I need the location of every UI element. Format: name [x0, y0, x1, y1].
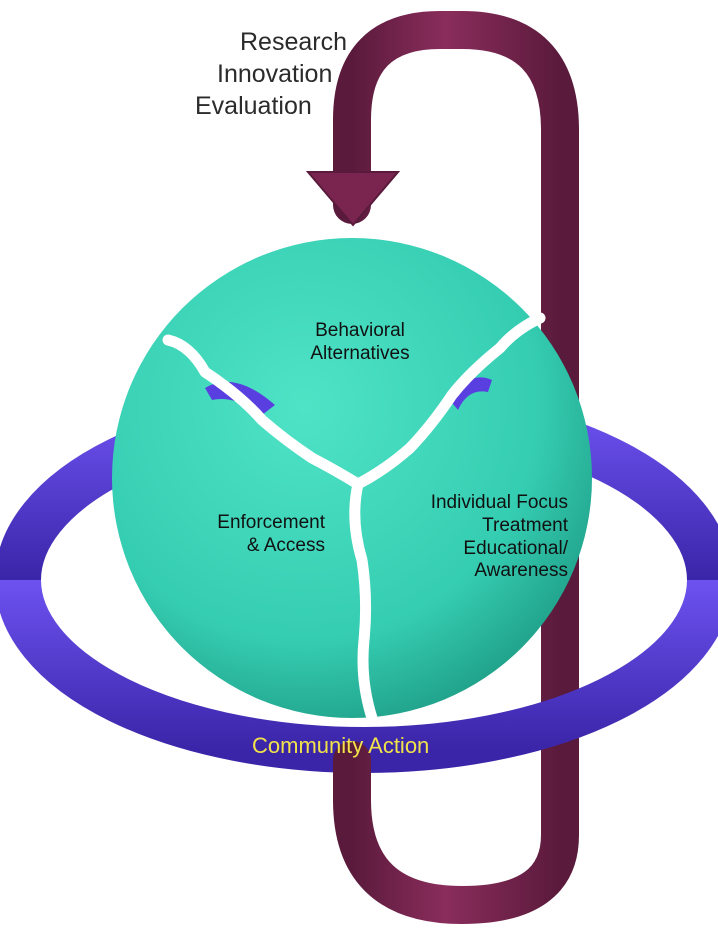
loop-arrow-head [305, 171, 401, 227]
segment-left-line-2: & Access [246, 534, 325, 556]
segment-top-label: Behavioral Alternatives [290, 320, 430, 366]
header-line-evaluation: Evaluation [195, 92, 312, 120]
crack-gap-right [448, 377, 492, 410]
sphere-crack [162, 312, 546, 724]
segment-right-line-2: Treatment [482, 514, 568, 536]
segment-right-label: Individual Focus Treatment Educational/ … [398, 492, 568, 583]
header-line-research: Research [240, 28, 347, 56]
segment-top-line-2: Alternatives [310, 342, 410, 364]
ring-label: Community Action [252, 733, 430, 758]
segment-right-line-1: Individual Focus [430, 492, 568, 513]
segment-right-line-4: Awareness [474, 560, 568, 582]
feedback-loop-back [333, 11, 579, 819]
segment-top-line-1: Behavioral [315, 320, 405, 341]
segment-left-label: Enforcement & Access [165, 512, 325, 558]
segment-left-line-1: Enforcement [217, 512, 325, 533]
header-line-innovation: Innovation [217, 60, 333, 88]
segment-right-line-3: Educational/ [463, 537, 568, 559]
feedback-loop-front [333, 741, 579, 925]
